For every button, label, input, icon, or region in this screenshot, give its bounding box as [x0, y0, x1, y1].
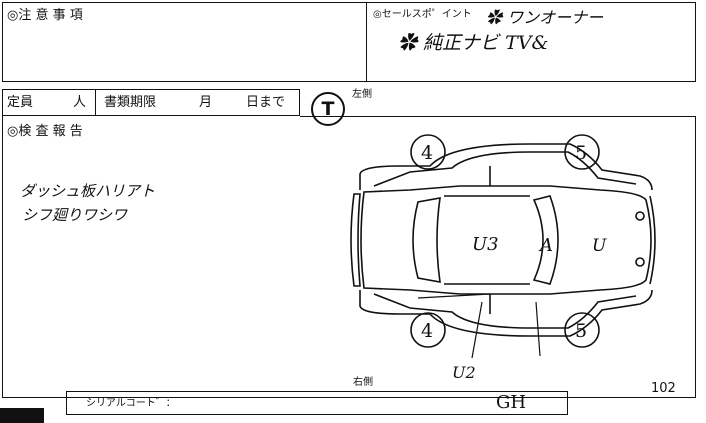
month-unit: 月: [199, 95, 213, 110]
tire-mark-rear-left: 5: [575, 142, 587, 164]
selling-point-1: ✿ ワンオーナー: [486, 8, 604, 27]
serial-value: GH: [496, 392, 527, 413]
footer-black-tab: [0, 408, 44, 423]
notes-divider: [366, 2, 367, 82]
caution-label: ◎注 意 事 項: [7, 8, 83, 23]
handwritten-note-1: ダッシュ板ハリアト: [20, 182, 156, 200]
right-side-label: 右側: [353, 377, 373, 388]
capacity-unit: 人: [73, 95, 87, 110]
rear-bumper: [649, 195, 656, 285]
car-bottom-side-outline: [359, 289, 653, 337]
car-top-side-inner: [373, 151, 637, 187]
handwritten-note-2: シフ廻りワシワ: [22, 206, 128, 224]
info-row-box: [2, 89, 300, 116]
bottom-mark: U2: [452, 363, 476, 382]
inspection-box: [2, 116, 696, 398]
selling-points-label: ◎セールスポ゜イント: [373, 9, 472, 20]
body-mark-3: U: [592, 236, 607, 256]
left-side-label: 左側: [352, 89, 372, 100]
windshield: [412, 197, 441, 283]
tire-front-right: [410, 312, 446, 348]
grade-stamp-letter: T: [321, 98, 335, 120]
selling-point-2: ✿ 純正ナビ TV&: [398, 32, 549, 54]
info-row-divider: [95, 89, 96, 116]
inspection-report-label: ◎検 査 報 告: [7, 124, 83, 139]
document-expiry-label: 書類期限: [104, 95, 157, 110]
capacity-label: 定員: [7, 95, 34, 110]
inspection-top-edge: [300, 116, 696, 117]
body-mark-1: U3: [472, 234, 499, 255]
serial-box: [66, 391, 568, 415]
tire-front-left: [410, 134, 446, 170]
car-body-outline: [360, 185, 652, 295]
tire-mark-front-right: 4: [421, 320, 433, 342]
tire-mark-front-left: 4: [421, 142, 433, 164]
roof-outline: [444, 195, 530, 285]
front-bumper: [350, 193, 361, 287]
car-diagram: 4 5 4 5 U3 A U U2: [350, 134, 656, 382]
tire-rear-left: [564, 134, 600, 170]
day-until: 日まで: [246, 95, 286, 110]
tire-rear-right: [564, 312, 600, 348]
notes-box: [2, 2, 696, 82]
car-bottom-side-inner: [373, 293, 637, 329]
grade-stamp: T: [311, 92, 345, 126]
rear-window: [532, 195, 559, 285]
page-number: 102: [651, 381, 676, 396]
serial-label: シリアルコート゛：: [86, 398, 176, 409]
body-mark-2: A: [538, 235, 553, 256]
tire-mark-rear-right: 5: [575, 320, 587, 342]
car-top-side-outline: [359, 143, 653, 191]
